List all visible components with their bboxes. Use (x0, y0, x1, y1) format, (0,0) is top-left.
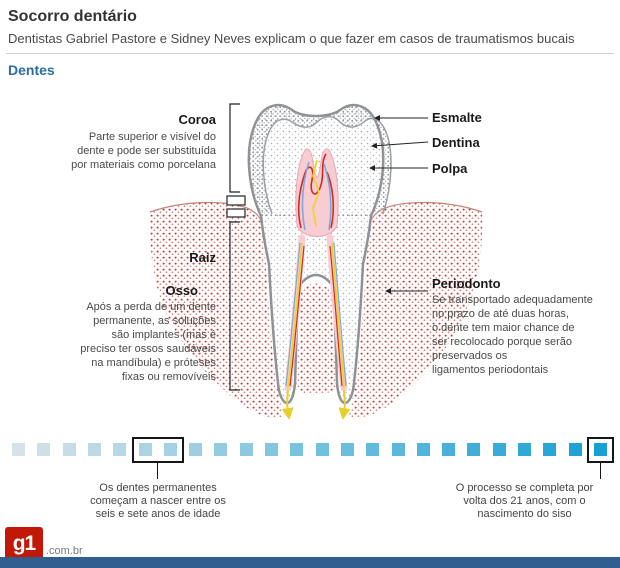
page-subtitle: Dentistas Gabriel Pastore e Sidney Neves… (8, 31, 575, 46)
timeline-note-left: Os dentes permanentes começam a nascer e… (90, 482, 226, 520)
timeline-square (163, 443, 177, 456)
gum-bone-right (349, 201, 483, 419)
label-coroa: Coroa (178, 112, 216, 127)
timeline-square (416, 443, 430, 456)
section-title-dentes: Dentes (8, 62, 55, 78)
gum-bone-left (149, 201, 283, 419)
nerve-exit-left (281, 389, 294, 420)
enamel-layer (248, 105, 392, 216)
divider (6, 53, 614, 54)
timeline-square (214, 443, 228, 456)
timeline-square (113, 443, 127, 456)
label-esmalte: Esmalte (432, 110, 482, 125)
coroa-bracket (229, 103, 240, 193)
timeline-square (340, 443, 354, 456)
desc-coroa: Parte superior e visível do dente e pode… (71, 131, 216, 171)
nerve-exit-right (338, 389, 351, 420)
label-raiz: Raiz (189, 250, 216, 265)
page-title: Socorro dentário (8, 8, 137, 25)
desc-periodonto: Se transportado adequadamente no prazo d… (432, 294, 593, 376)
bone-between-roots (294, 283, 338, 395)
timeline-square (391, 443, 405, 456)
pulp-vessels (285, 153, 347, 389)
timeline-square (593, 443, 607, 456)
tooth-diagram (149, 103, 483, 420)
label-osso: Osso (165, 283, 198, 298)
timeline-square (189, 443, 203, 456)
timeline-square (467, 443, 481, 456)
timeline-square (290, 443, 304, 456)
timeline-highlight-right (586, 437, 614, 463)
timeline-square (366, 443, 380, 456)
timeline-square (37, 443, 51, 456)
timeline-connector-right (599, 463, 601, 479)
timeline-square (315, 443, 329, 456)
timeline-square (138, 443, 152, 456)
timeline-square (265, 443, 278, 456)
timeline-square (87, 443, 101, 456)
raiz-bracket (229, 221, 240, 391)
label-dentina: Dentina (432, 135, 480, 150)
timeline-square (518, 443, 531, 456)
timeline-square (543, 443, 557, 456)
site-domain: .com.br (46, 545, 83, 557)
dentina-pointer (371, 141, 429, 149)
neck-markers (226, 195, 246, 218)
timeline-square (239, 443, 253, 456)
timeline-square (12, 443, 25, 456)
leader-lines (369, 115, 429, 294)
timeline-highlight-left (131, 437, 184, 463)
timeline-square (568, 443, 582, 456)
bottom-blue-bar (0, 557, 620, 568)
timeline-square (492, 443, 506, 456)
desc-osso: Após a perda de um dente permanente, as … (80, 301, 216, 383)
timeline-square (62, 443, 76, 456)
timeline-square (442, 443, 456, 456)
label-periodonto: Periodonto (432, 276, 501, 291)
root-nerve-exits (281, 389, 351, 420)
timeline-connector-left (157, 463, 159, 479)
g1-logo[interactable]: g1 (5, 527, 43, 560)
timeline-note-right: O processo se completa por volta dos 21 … (455, 482, 594, 520)
label-polpa: Polpa (432, 161, 468, 176)
